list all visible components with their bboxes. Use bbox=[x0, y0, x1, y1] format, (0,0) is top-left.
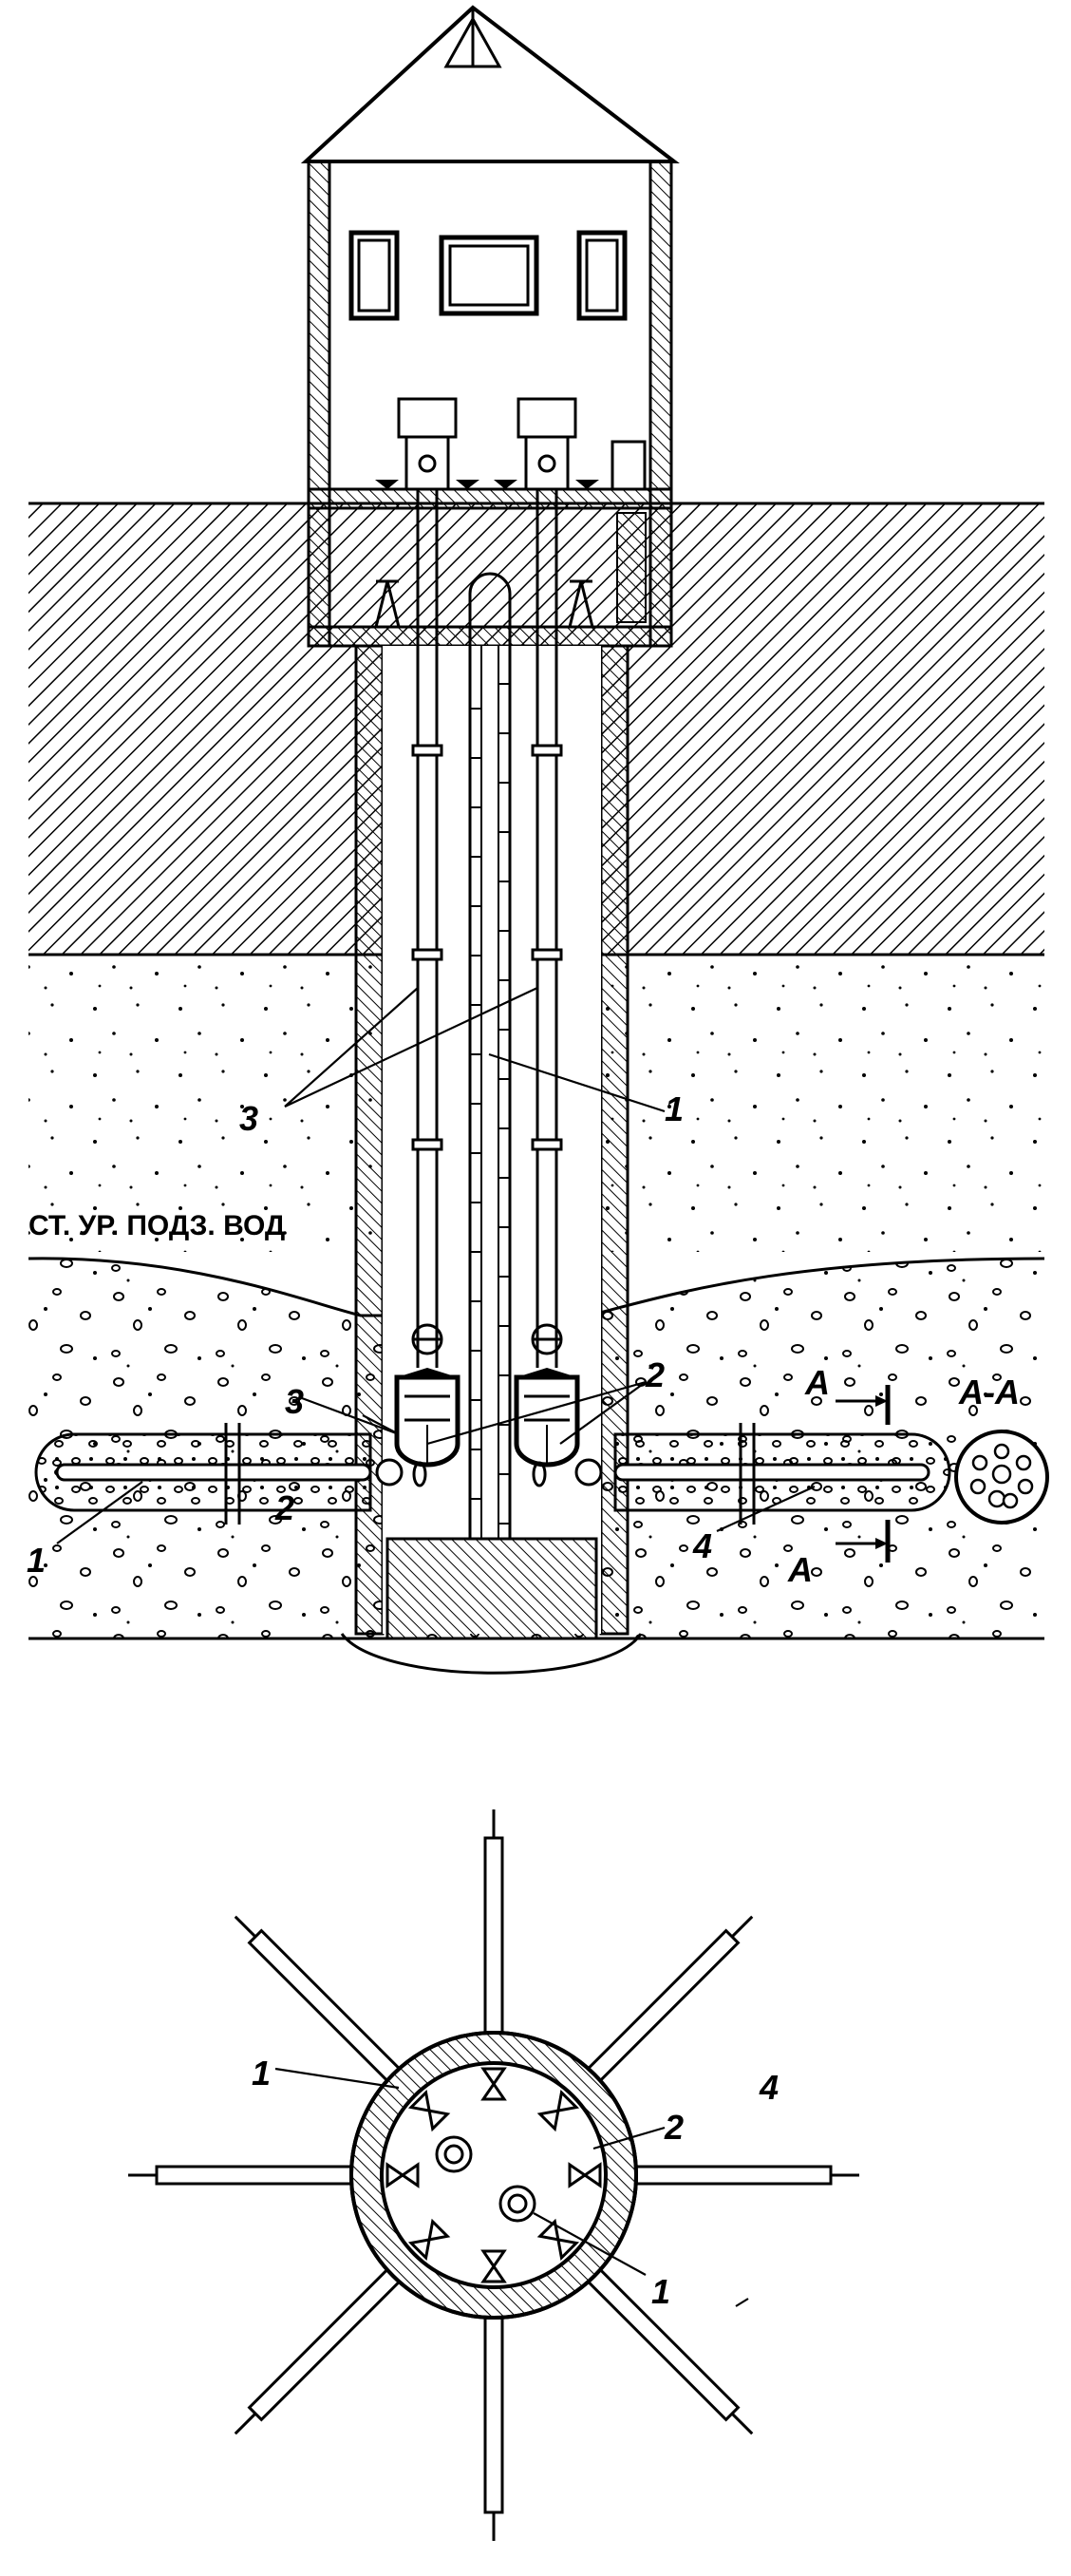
callout-2-lower: 2 bbox=[274, 1488, 294, 1527]
section-aa-title: А-А bbox=[958, 1373, 1020, 1411]
leader-lines bbox=[56, 987, 816, 2307]
plan-valves bbox=[385, 2067, 602, 2283]
chamber-floor bbox=[307, 625, 673, 648]
section-aa-detail bbox=[954, 1430, 1049, 1525]
callout-1-upper: 1 bbox=[665, 1089, 684, 1128]
section-cut-marks bbox=[836, 1385, 891, 1563]
roof bbox=[300, 5, 680, 163]
section-marker-bottom: А bbox=[787, 1550, 813, 1589]
floor-slab bbox=[307, 487, 673, 510]
window-center bbox=[439, 235, 539, 316]
callout-4-plan: 4 bbox=[759, 2068, 779, 2107]
callout-1-plan-lower: 1 bbox=[651, 2272, 670, 2311]
pump-motor-left bbox=[375, 397, 479, 491]
submersible-pump-right bbox=[514, 1323, 580, 1487]
callout-3-upper: 3 bbox=[239, 1099, 258, 1138]
water-level-label: СТ. УР. ПОДЗ. ВОД bbox=[28, 1210, 285, 1241]
pipe-scale bbox=[470, 683, 510, 1525]
radial-pipes-plan bbox=[128, 1809, 859, 2541]
callout-2-upper: 2 bbox=[645, 1355, 665, 1394]
bottom-plug bbox=[385, 1537, 598, 1640]
control-panel bbox=[611, 440, 647, 491]
callout-2-plan: 2 bbox=[664, 2108, 684, 2147]
callout-4-elevation: 4 bbox=[692, 1526, 712, 1565]
submersible-pump-left bbox=[394, 1323, 460, 1487]
well-shaft bbox=[340, 489, 643, 1675]
callout-1-plan-upper: 1 bbox=[252, 2054, 271, 2093]
window-right bbox=[576, 230, 628, 321]
pump-motor-right bbox=[494, 397, 599, 491]
ladder bbox=[616, 512, 647, 623]
plan-view bbox=[128, 1809, 859, 2541]
callout-1-lower: 1 bbox=[27, 1541, 46, 1580]
callout-3-lower: 3 bbox=[285, 1382, 304, 1421]
radial-filter-right bbox=[574, 1423, 951, 1525]
window-left bbox=[348, 230, 400, 321]
pump-house bbox=[300, 5, 680, 648]
pump-pipe-couplings bbox=[411, 744, 563, 1151]
radial-filter-left bbox=[34, 1423, 404, 1525]
section-marker-top: А bbox=[804, 1363, 830, 1402]
